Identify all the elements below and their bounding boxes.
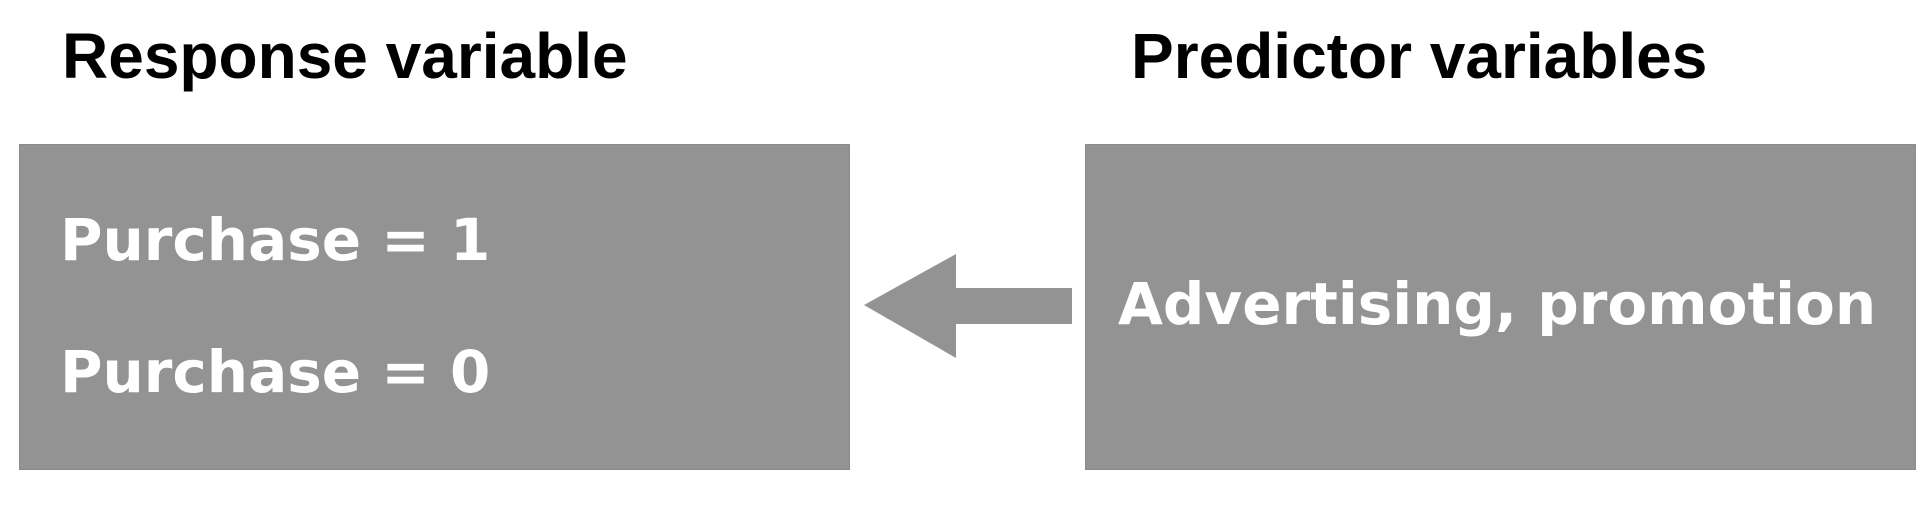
response-variable-heading: Response variable bbox=[62, 20, 628, 92]
predictor-variables-heading: Predictor variables bbox=[1131, 20, 1708, 92]
response-variable-box: Purchase = 1 Purchase = 0 bbox=[19, 144, 850, 470]
predictor-variables-box: Advertising, promotion bbox=[1085, 144, 1916, 470]
response-value-purchase-1: Purchase = 1 bbox=[60, 206, 491, 274]
arrow-shape bbox=[864, 254, 1072, 358]
predictor-variables-text: Advertising, promotion bbox=[1118, 270, 1877, 338]
response-value-purchase-0: Purchase = 0 bbox=[60, 338, 491, 406]
left-arrow-icon bbox=[864, 254, 1072, 358]
